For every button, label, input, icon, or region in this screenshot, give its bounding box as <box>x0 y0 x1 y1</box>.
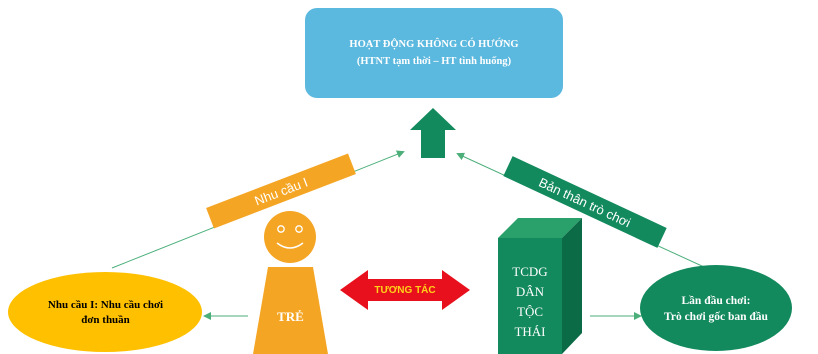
child-label: TRẺ <box>277 309 304 324</box>
child-head <box>264 211 316 263</box>
game-box-line-3: TỘC <box>517 304 543 319</box>
interaction-double-arrow <box>340 270 470 310</box>
child-smile <box>276 242 304 249</box>
right-ellipse-shape <box>640 265 792 351</box>
left-ellipse-text: Nhu cầu I: Nhu cầu chơi đơn thuần <box>47 299 164 326</box>
left-ellipse-shape <box>8 272 202 352</box>
top-box: HOẠT ĐỘNG KHÔNG CÓ HƯỚNG (HTNT tạm thời … <box>305 8 563 98</box>
right-ellipse-text: Lần đầu chơi: Trò chơi gốc ban đầu <box>648 284 784 334</box>
top-box-subtitle: (HTNT tạm thời – HT tình huống) <box>356 56 512 67</box>
interaction-label: TƯƠNG TÁC <box>374 284 436 296</box>
right-ellipse-line-2: Trò chơi gốc ban đầu <box>664 311 768 323</box>
top-box-shape <box>305 8 563 98</box>
child-body <box>253 267 328 354</box>
game-box-side <box>562 218 582 354</box>
child-left-eye <box>277 225 285 233</box>
game-box-line-2: DÂN <box>515 284 545 299</box>
right-ellipse-line-1: Lần đầu chơi: <box>681 295 751 307</box>
child-right-eye <box>295 225 303 233</box>
game-box-top <box>498 218 582 238</box>
top-box-title: HOẠT ĐỘNG KHÔNG CÓ HƯỚNG <box>349 39 519 50</box>
game-box-front <box>498 238 562 354</box>
arrow-up-icon <box>410 108 456 158</box>
game-box-text: TCDG DÂN TỘC THÁI <box>498 258 562 346</box>
game-box-line-1: TCDG <box>512 264 548 279</box>
game-box-line-4: THÁI <box>514 324 546 339</box>
